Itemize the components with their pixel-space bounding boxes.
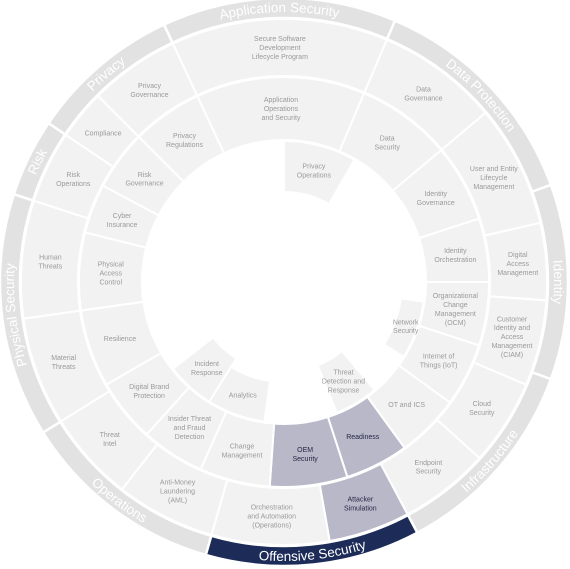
- segment-incident-response[interactable]: [171, 336, 238, 403]
- segment-label-analytics: Analytics: [229, 393, 258, 400]
- segment-label-resilience: Resilience: [104, 336, 136, 343]
- segment-privacy-regulations[interactable]: [137, 94, 226, 184]
- segment-threat-detection-response[interactable]: [316, 349, 377, 415]
- center-hole: [196, 194, 372, 370]
- ring-label-identity: Identity: [550, 259, 566, 305]
- segment-label-ot-ics: OT and ICS: [388, 402, 425, 409]
- segment-orchestration-automation[interactable]: [210, 478, 331, 546]
- segment-label-readiness: Readiness: [346, 434, 380, 441]
- segment-network-security[interactable]: [382, 297, 425, 359]
- segment-privacy-operations[interactable]: [283, 139, 356, 206]
- segment-label-compliance: Compliance: [85, 130, 122, 137]
